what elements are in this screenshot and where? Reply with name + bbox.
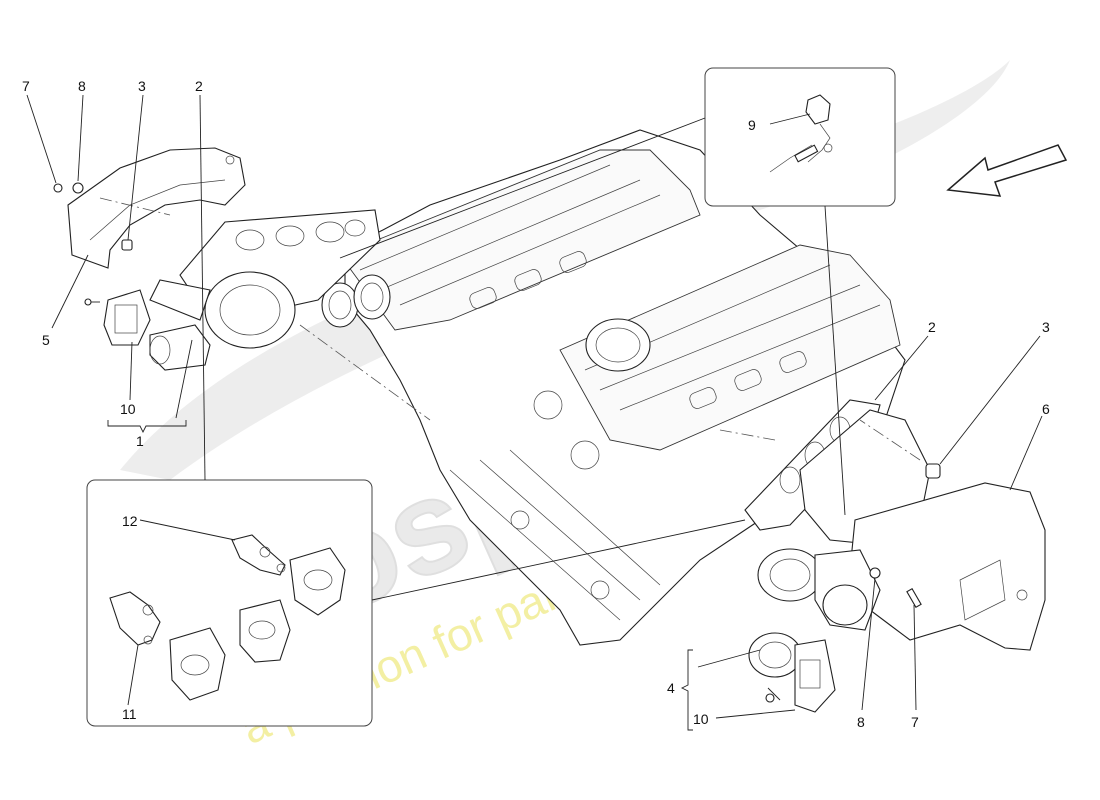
callout-12: 12 [122,513,138,529]
wastegate-actuator-left [103,289,151,346]
callout-7-right: 7 [911,714,919,730]
alignment-line-right-2 [859,419,921,461]
callout-9: 9 [748,117,756,133]
alignment-line-left-2 [299,324,431,421]
gasket-detail-parts [109,534,346,701]
turbo-housing-left [204,271,296,349]
compressor-outlet-right [748,632,802,678]
washer-left-8 [72,182,84,194]
detail-inset-gaskets [86,479,373,727]
nut-left-3 [121,239,133,251]
callout-2-left: 2 [195,78,203,94]
callout-10-left: 10 [120,401,136,417]
callout-8-left: 8 [78,78,86,94]
inset-leader-gaskets [371,519,746,601]
inset-leader-sensor [339,117,706,259]
callout-3-left: 3 [138,78,146,94]
right-turbocharger-assembly [744,399,1046,713]
oil-filler-housing [585,318,651,372]
alignment-line-left-1 [99,197,171,216]
nut-right-3 [925,463,941,479]
callout-8-right: 8 [857,714,865,730]
bracket-1 [107,420,187,434]
gasket-12 [231,534,286,576]
engine-block [321,129,906,646]
bolt-left-7 [53,183,63,193]
cylinder-head-right [559,244,901,451]
alignment-line-right-1 [719,429,776,441]
callout-6: 6 [1042,401,1050,417]
direction-arrow-icon [946,144,1068,197]
callout-5-left: 5 [42,332,50,348]
cylinder-head-left [339,149,701,331]
turbo-housing-right [757,548,823,602]
callout-3-right: 3 [1042,319,1050,335]
detail-inset-sensor [704,67,896,207]
callout-1: 1 [136,433,144,449]
callout-labels: 7 8 3 2 5 10 1 9 12 11 2 3 6 4 10 8 7 [22,78,1050,730]
washer-right-8 [869,567,881,579]
callout-leaders [26,94,1043,731]
callout-4: 4 [667,680,675,696]
wastegate-actuator-right [794,639,836,713]
throttle-body-2 [353,274,391,320]
callout-10-right: 10 [693,711,709,727]
exhaust-temp-sensor [769,94,833,173]
callout-11: 11 [122,706,137,722]
callout-7-left: 7 [22,78,30,94]
compressor-outlet-left [149,324,211,371]
callout-2-right: 2 [928,319,936,335]
bracket-4 [680,649,693,731]
bolt-right-7 [906,587,922,609]
